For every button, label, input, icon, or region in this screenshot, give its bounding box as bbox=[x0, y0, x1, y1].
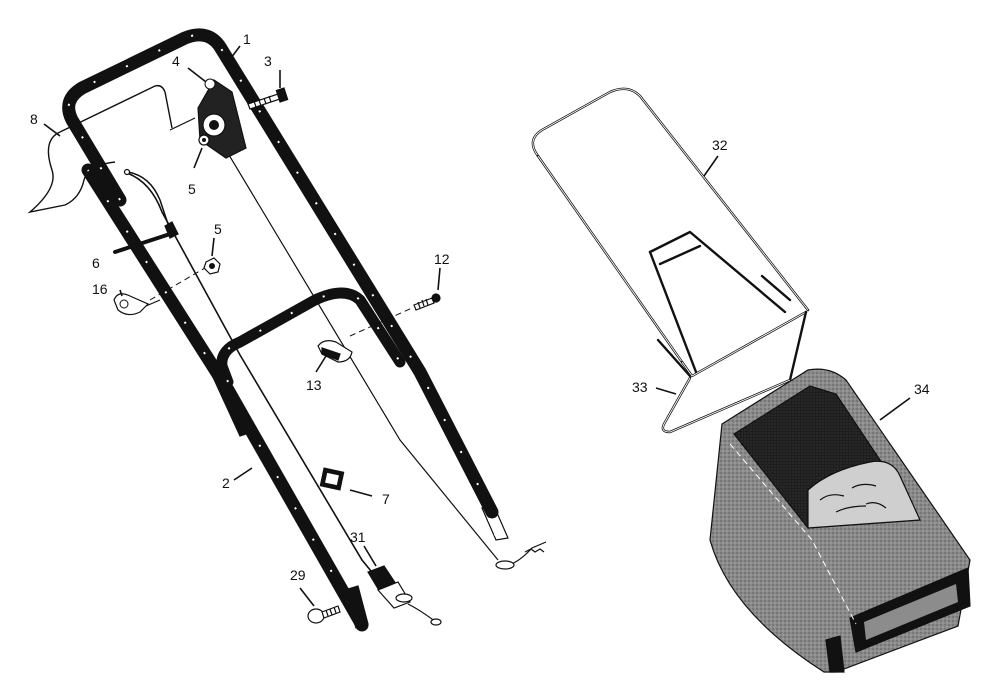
callout-29: 29 bbox=[290, 567, 306, 583]
handle-crossbar bbox=[216, 287, 406, 388]
bolt-part-29 bbox=[307, 605, 341, 624]
callout-6: 6 bbox=[92, 255, 100, 271]
callout-3: 3 bbox=[264, 53, 272, 69]
callout-16: 16 bbox=[92, 281, 108, 297]
callout-7: 7 bbox=[382, 491, 390, 507]
callout-2: 2 bbox=[222, 475, 230, 491]
nut-lower bbox=[149, 257, 221, 301]
cable-clip-part-6 bbox=[113, 168, 179, 254]
bag-frame-part-32 bbox=[531, 87, 810, 378]
callout-1: 1 bbox=[243, 31, 251, 47]
throttle-control bbox=[169, 78, 247, 159]
upper-handle bbox=[62, 28, 509, 541]
bolt-part-3 bbox=[247, 87, 289, 110]
control-cables bbox=[123, 119, 547, 583]
callout-33: 33 bbox=[632, 379, 648, 395]
callout-5-upper: 5 bbox=[188, 181, 196, 197]
callout-13: 13 bbox=[306, 377, 322, 393]
callout-32: 32 bbox=[712, 137, 728, 153]
knob-part-16 bbox=[113, 293, 161, 316]
callout-leaders bbox=[43, 45, 911, 607]
callout-4: 4 bbox=[172, 53, 180, 69]
callout-labels: 1 2 3 4 5 5 6 7 8 12 13 16 29 31 32 33 3… bbox=[30, 31, 930, 583]
grass-bag-part-34 bbox=[709, 368, 971, 673]
cable-part-8 bbox=[27, 84, 173, 214]
clip-part-7 bbox=[319, 467, 345, 491]
callout-34: 34 bbox=[914, 381, 930, 397]
callout-8: 8 bbox=[30, 111, 38, 127]
bottom-frame-part-33 bbox=[661, 310, 808, 434]
lower-handle bbox=[81, 163, 369, 632]
callout-5-lower: 5 bbox=[214, 221, 222, 237]
control-part-31 bbox=[367, 565, 442, 626]
nut-upper bbox=[198, 134, 210, 146]
cable-guide-part-13 bbox=[317, 340, 353, 363]
bolt-part-12 bbox=[349, 293, 441, 337]
callout-31: 31 bbox=[350, 529, 366, 545]
callout-12: 12 bbox=[434, 251, 450, 267]
